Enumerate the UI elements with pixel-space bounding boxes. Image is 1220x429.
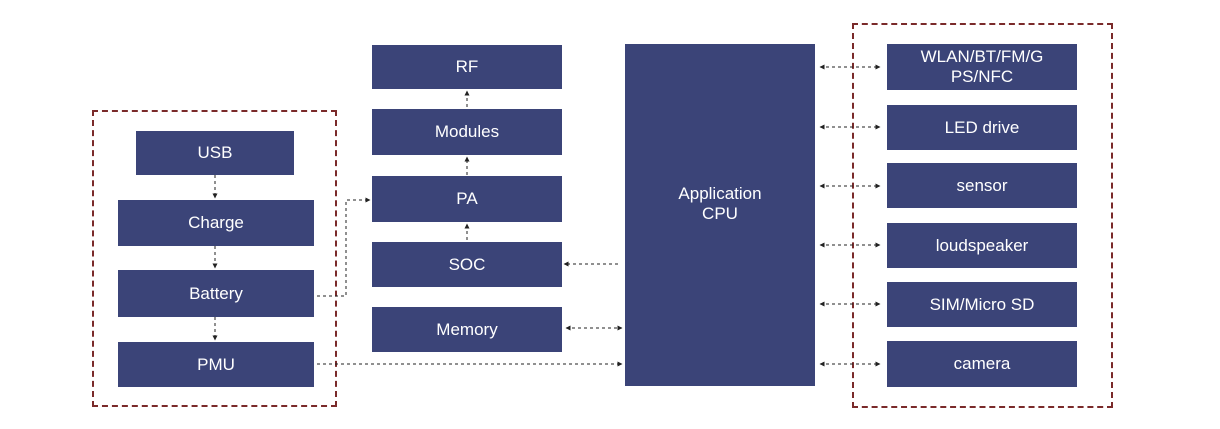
pa-block: PA — [372, 176, 562, 222]
memory-label: Memory — [436, 319, 498, 339]
soc-label: SOC — [448, 254, 486, 274]
wlan-label-line2: PS/NFC — [950, 67, 1014, 86]
sim-micro-sd-block: SIM/Micro SD — [887, 282, 1077, 327]
usb-label: USB — [197, 143, 233, 162]
sensor-label: sensor — [956, 175, 1008, 195]
memory-block: Memory — [372, 307, 562, 352]
pa-label: PA — [456, 189, 478, 208]
pmu-block: PMU — [118, 342, 314, 387]
charge-label: Charge — [188, 213, 244, 232]
battery-block: Battery — [118, 270, 314, 317]
camera-label: camera — [953, 354, 1011, 373]
power-group-boundary — [92, 110, 337, 407]
cpu-label-line2: CPU — [702, 204, 738, 223]
wlan-label-line1: WLAN/BT/FM/G — [920, 47, 1044, 66]
rf-label: RF — [455, 57, 479, 76]
sim-micro-sd-label: SIM/Micro SD — [929, 294, 1035, 314]
soc-block: SOC — [372, 242, 562, 287]
sensor-block: sensor — [887, 163, 1077, 208]
led-drive-block: LED drive — [887, 105, 1077, 150]
wlan-block: WLAN/BT/FM/G PS/NFC — [887, 44, 1077, 90]
peripherals-group-boundary — [852, 23, 1113, 408]
usb-block: USB — [136, 131, 294, 175]
arrow-battery-pa — [317, 197, 371, 297]
charge-block: Charge — [118, 200, 314, 246]
cpu-label-line1: Application — [678, 184, 762, 203]
modules-block: Modules — [372, 109, 562, 155]
modules-label: Modules — [434, 122, 500, 141]
camera-block: camera — [887, 341, 1077, 387]
rf-block: RF — [372, 45, 562, 89]
pmu-label: PMU — [197, 354, 235, 374]
loudspeaker-block: loudspeaker — [887, 223, 1077, 268]
application-cpu-block: Application CPU — [625, 44, 815, 386]
led-drive-label: LED drive — [944, 117, 1020, 137]
loudspeaker-label: loudspeaker — [935, 235, 1029, 255]
battery-label: Battery — [189, 283, 243, 303]
